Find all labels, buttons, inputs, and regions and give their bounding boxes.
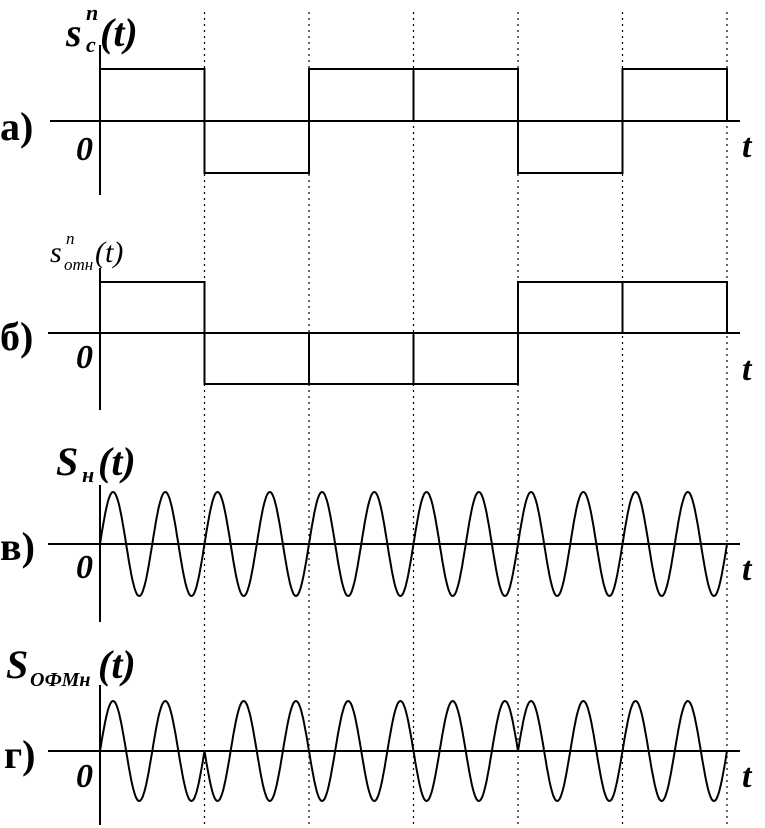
panel-c-letter: в) [0,524,35,569]
panel-a: а) 0 t s п с (t) [0,0,753,195]
panel-a-symbol: s [65,10,82,55]
panel-c-subscript: н [82,462,94,487]
panel-d-argument: (t) [98,642,136,687]
panel-b-subscript: отн [64,255,93,274]
panel-d-t-label: t [742,758,753,795]
panel-a-t-label: t [742,128,753,165]
panel-d-symbol: S [6,642,28,687]
panel-a-argument: (t) [100,10,138,55]
panel-b-zero: 0 [76,339,93,376]
panel-d-letter: г) [4,732,35,777]
panel-b-symbol: s [50,236,62,269]
panel-c-symbol: S [56,439,78,484]
panel-b-letter: б) [0,314,33,359]
panel-a-superscript: п [86,0,98,25]
panel-c-waveform [99,490,728,598]
panel-b-t-label: t [742,351,753,388]
panel-d-subscript: ОФМн [30,669,90,691]
panel-a-waveform [99,68,728,174]
panel-a-zero: 0 [76,131,93,168]
panel-c-argument: (t) [98,439,136,484]
panel-b-waveform [99,281,728,385]
panel-d-zero: 0 [76,758,93,795]
panel-d-waveform [99,699,728,803]
panel-a-letter: а) [0,104,33,149]
panel-b-argument: (t) [95,236,123,269]
bit-boundary-grid [203,12,728,826]
panel-a-subscript: с [86,32,96,57]
panel-c-zero: 0 [76,549,93,586]
panel-b-superscript: п [66,229,75,248]
panel-d: г) 0 t S ОФМн (t) [4,642,753,825]
panel-c-t-label: t [742,551,753,588]
panel-b: б) 0 t s п отн (t) [0,229,753,410]
panel-c: в) 0 t S н (t) [0,439,753,622]
